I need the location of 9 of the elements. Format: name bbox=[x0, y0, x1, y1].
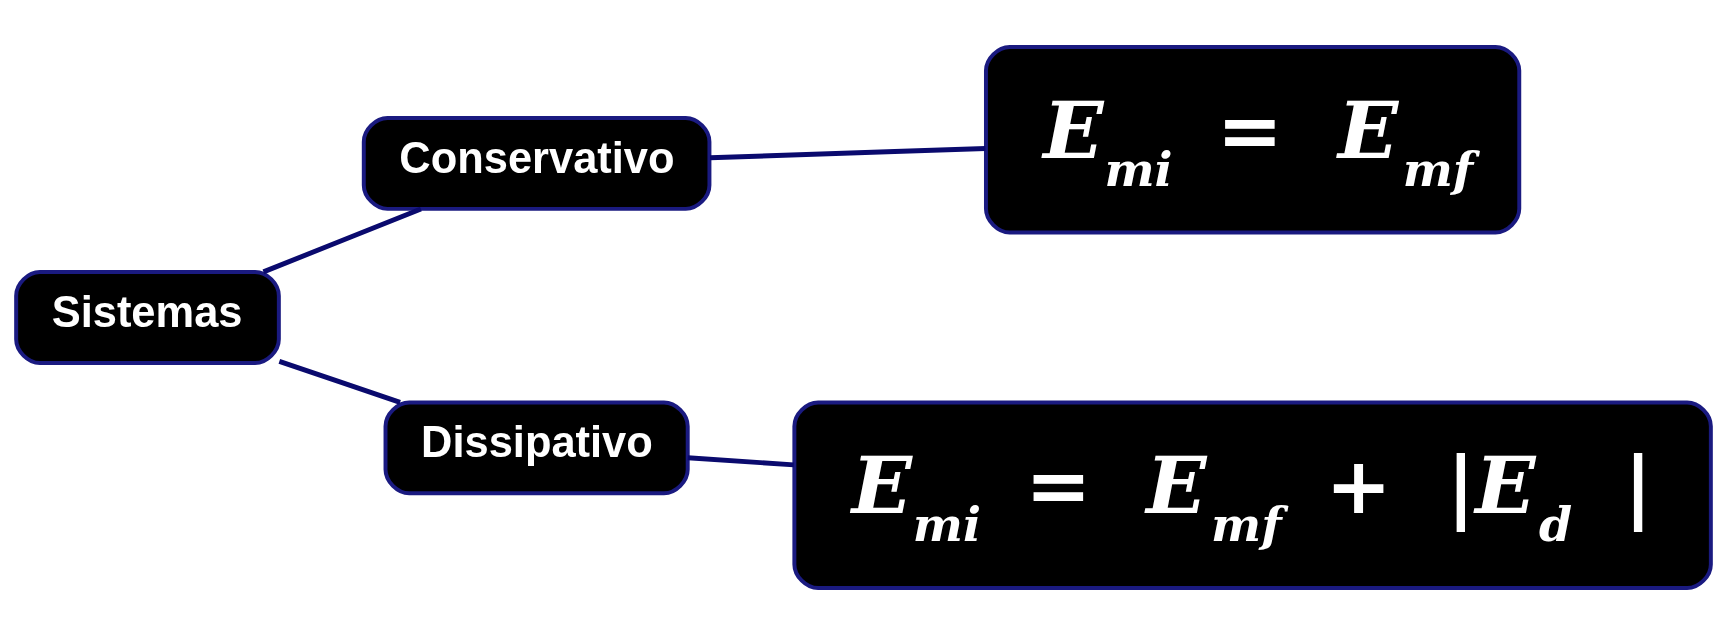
node-box: Conservativo bbox=[361, 115, 712, 211]
node-box: Sistemas bbox=[14, 269, 281, 365]
connector bbox=[278, 358, 401, 405]
node-box: E$_{mi}$ = E$_{mf}$ + |E$_{d}$ | bbox=[792, 399, 1713, 590]
connector bbox=[687, 454, 794, 467]
connector bbox=[262, 206, 422, 274]
node-box: E$_{mi}$ = E$_{mf}$ bbox=[984, 44, 1522, 235]
connector bbox=[709, 145, 986, 160]
node-box: Dissipativo bbox=[383, 399, 690, 495]
